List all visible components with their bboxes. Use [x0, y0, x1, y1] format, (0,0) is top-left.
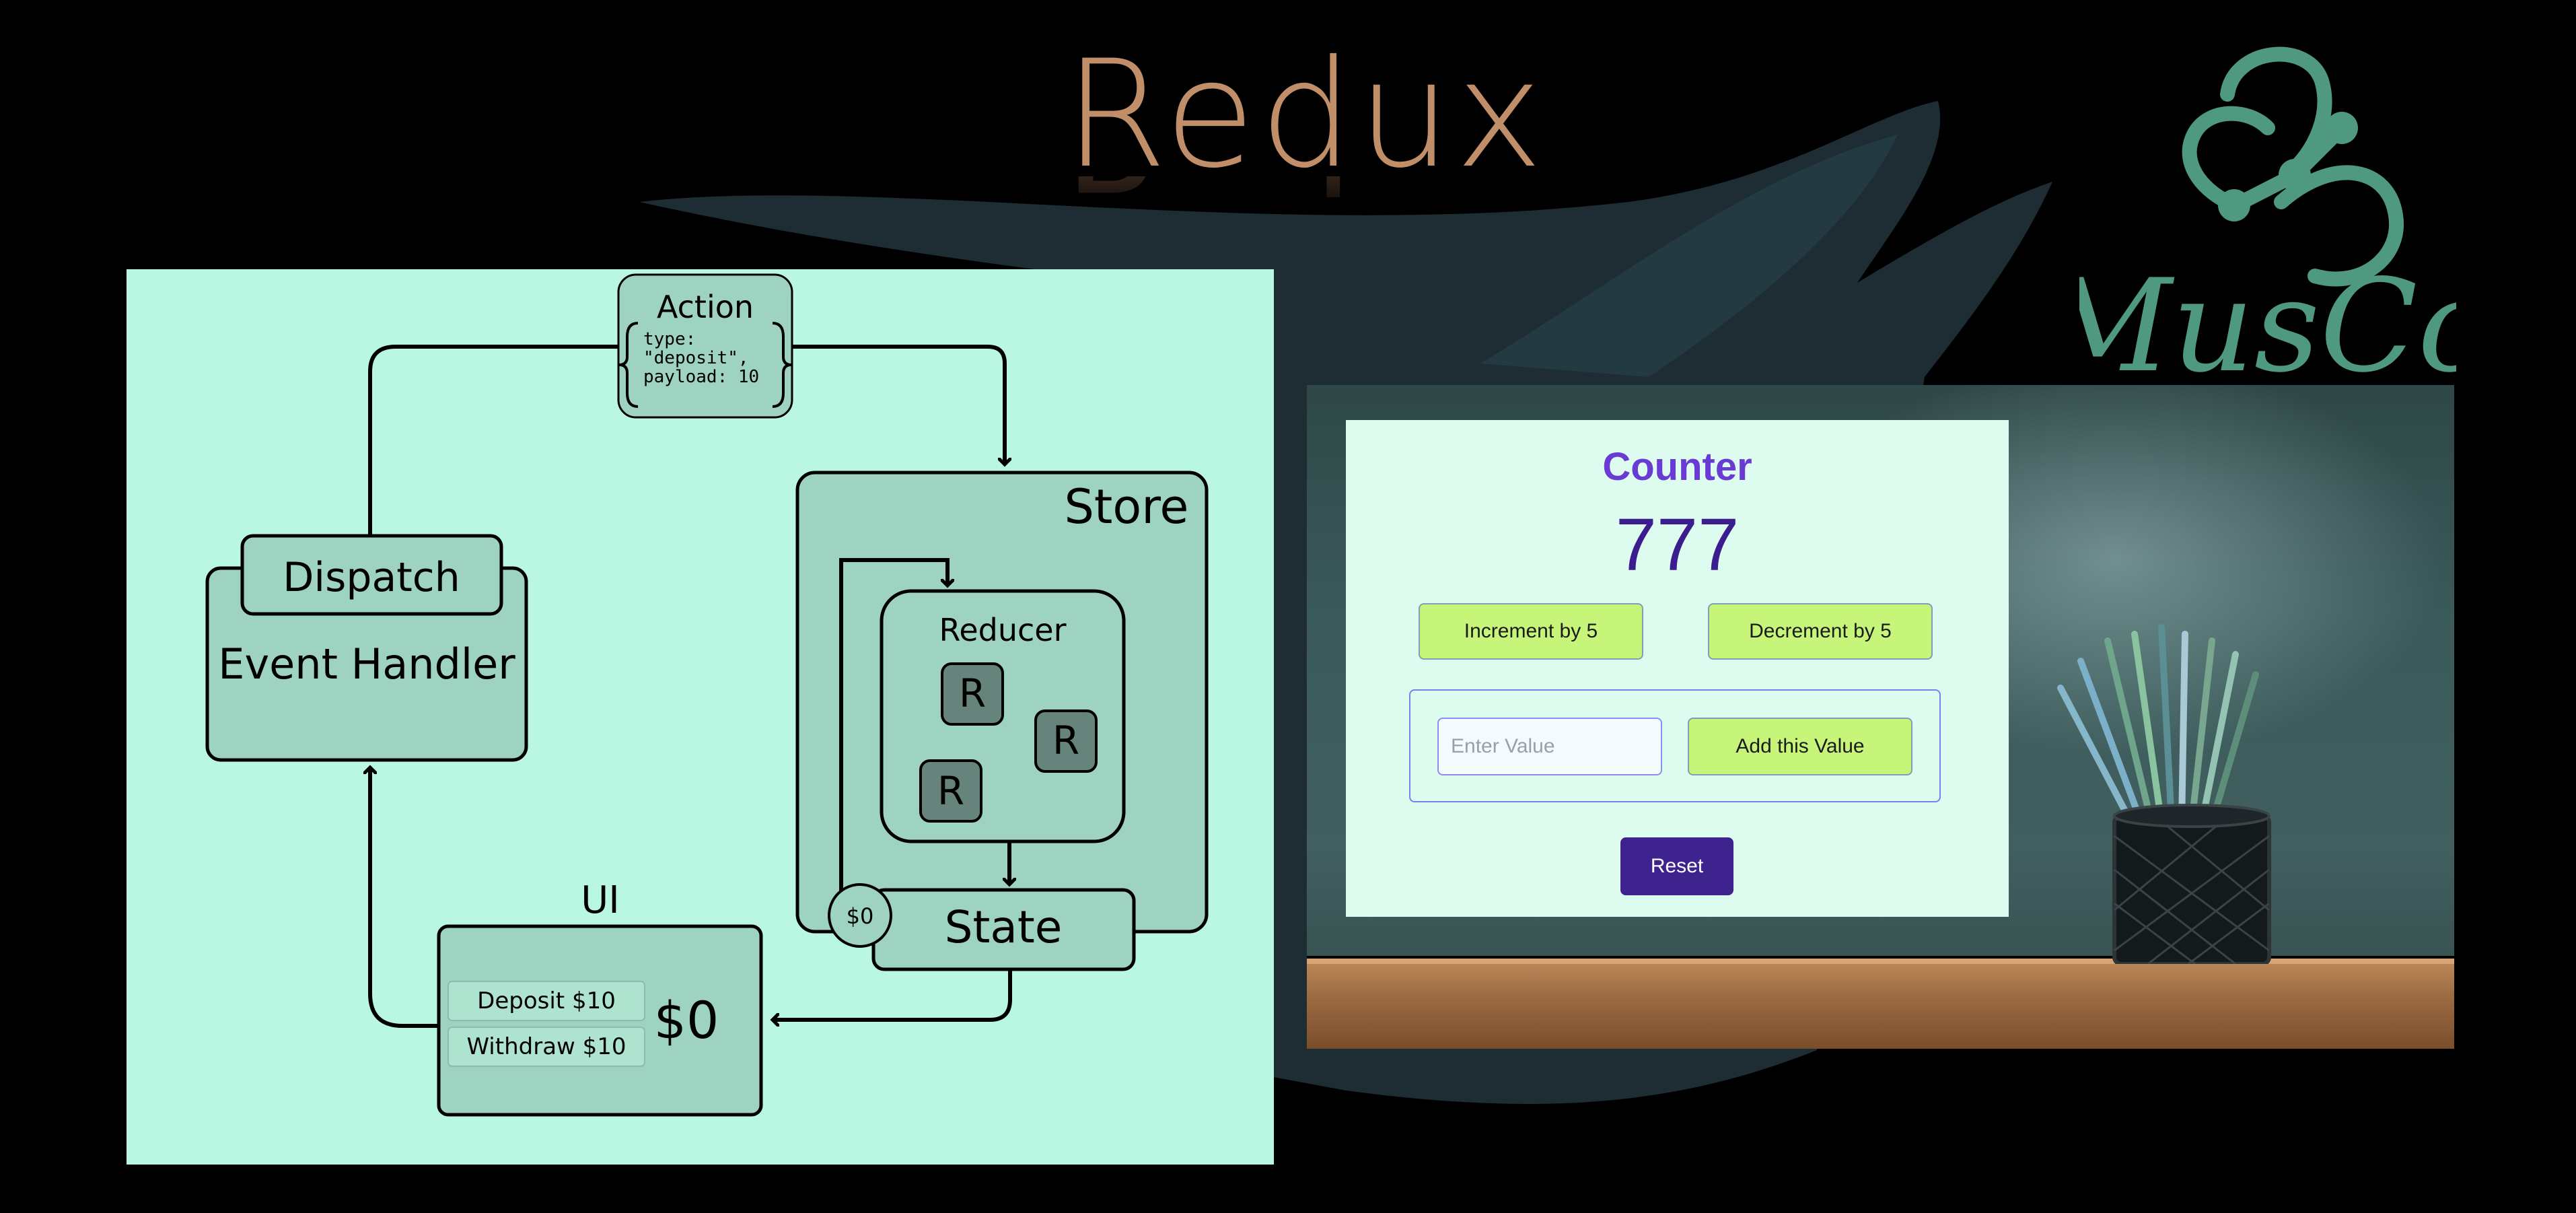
add-value-group: Add this Value	[1409, 689, 1941, 802]
logo-text: MusCo	[2079, 252, 2456, 384]
redux-flow-diagram: Store Reducer R R R State $0 Action	[127, 269, 1274, 1165]
flow-arrow-action-to-store	[793, 345, 1005, 464]
reducer-block-2	[1034, 709, 1098, 773]
withdraw-button[interactable]	[448, 1027, 645, 1067]
action-brace-right	[772, 322, 792, 408]
redux-flow-svg: Store Reducer R R R State $0 Action	[205, 273, 1209, 1117]
action-title: Action	[657, 289, 754, 325]
flow-line-dispatch-to-action	[368, 345, 618, 536]
pencil-cup-image	[2057, 624, 2271, 964]
decrement-button[interactable]: Decrement by 5	[1708, 603, 1933, 660]
add-value-button[interactable]: Add this Value	[1688, 718, 1912, 775]
reducer-block-3-label: R	[937, 768, 964, 814]
reducer-block-1-label: R	[959, 670, 986, 716]
action-line-1: type:	[643, 329, 696, 349]
logo-arc-left	[2182, 106, 2275, 209]
reducer-block-2-label: R	[1052, 718, 1079, 763]
action-box	[617, 273, 793, 419]
value-input[interactable]	[1437, 718, 1662, 775]
flow-arrow-ui-to-event-handler	[370, 767, 439, 1028]
withdraw-button-label: Withdraw $10	[466, 1033, 626, 1060]
page-title: Redux	[1064, 28, 1547, 201]
flow-loop-state-to-reducer	[839, 558, 947, 895]
counter-app-screenshot: Counter 777 Increment by 5 Decrement by …	[1307, 385, 2454, 1049]
reducer-label: Reducer	[939, 612, 1066, 648]
ui-balance: $0	[654, 990, 719, 1050]
state-label: State	[945, 901, 1063, 953]
dispatch-label: Dispatch	[283, 554, 460, 601]
logo-arc-top	[2220, 46, 2332, 176]
redux-logo: MusCo	[2079, 46, 2456, 384]
deposit-button-label: Deposit $10	[477, 987, 616, 1014]
desk-edge	[1307, 959, 2454, 965]
counter-app-panel: Counter 777 Increment by 5 Decrement by …	[1346, 420, 2009, 917]
deposit-button[interactable]	[448, 981, 645, 1021]
page-title-reflection: Redux	[1050, 176, 1561, 223]
dispatch-box	[240, 534, 503, 616]
reducer-block-1	[941, 662, 1004, 726]
desk-surface	[1307, 964, 2454, 1049]
reset-button[interactable]: Reset	[1620, 837, 1733, 895]
action-brace-left	[618, 322, 639, 408]
state-badge	[828, 883, 892, 948]
reducer-block-3	[919, 759, 982, 823]
action-line-3: payload: 10	[643, 367, 759, 387]
counter-title: Counter	[1602, 445, 1752, 489]
logo-node-1	[2218, 189, 2250, 221]
action-line-2: "deposit",	[643, 348, 749, 368]
flow-arrow-state-to-ui	[773, 969, 1012, 1020]
store-label: Store	[1064, 479, 1188, 534]
logo-node-3	[2326, 112, 2358, 144]
counter-value: 777	[1615, 504, 1740, 586]
logo-node-2	[2279, 159, 2311, 191]
ui-label: UI	[581, 878, 620, 922]
state-badge-label: $0	[847, 903, 874, 929]
increment-button[interactable]: Increment by 5	[1419, 603, 1643, 660]
event-handler-label: Event Handler	[218, 639, 515, 689]
logo-arc-right	[2274, 165, 2404, 287]
